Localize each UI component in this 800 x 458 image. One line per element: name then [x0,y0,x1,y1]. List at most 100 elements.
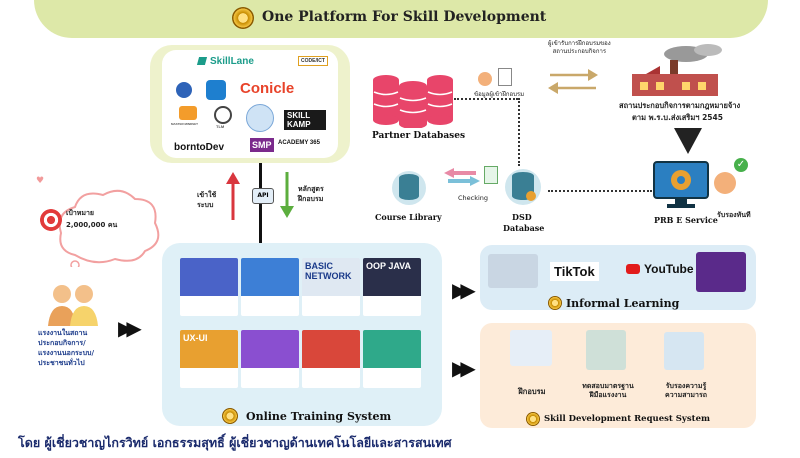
course-thumbnail-caption [241,296,299,316]
tiktok-logo: TikTok [550,262,599,281]
document-icon [498,68,512,86]
course-thumbnail-title: BASIC NETWORK [302,258,360,296]
dotted-line [548,190,652,192]
prb-label: PRB E Service [654,215,718,225]
training-courses-text: หลักสูตร ฝึกอบรม [298,185,324,203]
trainee-people-icon [478,72,492,86]
trainee-data-caption: ข้อมูลผู้เข้าฝึกอบรม [474,91,525,98]
skill-test-icon [586,330,626,370]
training-class-icon [510,330,552,366]
course-thumbnail[interactable] [363,330,421,388]
down-arrow-icon [280,172,294,218]
dotted-line [454,98,518,100]
double-arrow-icon: ▶▶ [452,356,476,380]
course-thumbnail[interactable] [180,258,238,316]
dsd-seal-icon [232,7,254,29]
skillkamp-logo: SKILL KAMP [284,110,326,130]
dsd-seal-icon [526,412,540,426]
course-thumbnail-caption [363,296,421,316]
dsd-seal-icon [548,296,562,310]
master-mindset-logo: MASTER MINDSET [171,122,198,126]
partner-logo-drop-icon [206,80,226,100]
page-title: One Platform For Skill Development [262,9,547,25]
certification-icon [664,332,704,370]
target-label: เป้าหมาย [66,209,95,217]
double-arrow-icon: ▶▶ [452,278,476,302]
checking-label: Checking [458,194,489,202]
course-thumbnail-caption [180,368,238,388]
dsd-database-icon [505,169,541,205]
access-system-text: เข้าใช้ ระบบ [197,191,217,209]
partner-avatar-icon [246,104,274,132]
tlm-icon [214,106,232,124]
factory-icon [632,44,722,96]
target-value: 2,000,000 คน [66,221,118,229]
sync-arrows-icon [444,168,480,186]
target-icon [40,209,62,231]
course-thumbnail[interactable] [241,258,299,316]
certify-caption: รับรองทันที [717,211,751,219]
dsd-label-2: Database [503,223,545,233]
course-thumbnail-title [363,330,421,368]
course-thumbnail[interactable]: BASIC NETWORK [302,258,360,316]
course-thumbnail-title [180,258,238,296]
heart-icon: ♥ [36,176,45,186]
conicle-logo: Conicle [240,80,295,97]
prb-monitor-icon [653,161,709,208]
author-credit: โดย ผู้เชี่ยวชาญไกรวิทย์ เอกธรรมสุทธิ์ ผ… [18,435,452,450]
course-thumbnail-caption [180,296,238,316]
course-thumbnail-title [241,330,299,368]
dsd-label-1: DSD [512,212,532,222]
course-thumbnail-caption [302,296,360,316]
workers-icon [48,285,98,326]
partner-databases-icon [373,75,453,128]
workers-caption: แรงงานในสถาน ประกอบกิจการ/ แรงงานนอกระบบ… [38,329,95,367]
employer-trainees-caption: ผู้เข้ารับการฝึกอบรมของ สถานประกอบกิจการ [548,40,611,55]
smp-logo: SMP [250,138,274,152]
skill-item-3: รับรองความรู้ ความสามารถ [665,382,707,399]
borntodev-logo: borntoDev [174,142,224,153]
course-thumbnail[interactable]: OOP JAVA [363,258,421,316]
informal-learning-label: Informal Learning [566,297,680,310]
partner-databases-label: Partner Databases [372,131,466,141]
double-arrow-icon: ▶▶ [118,316,142,340]
codeict-logo: CODE/ICT [298,56,328,66]
academy365-logo: ACADEMY 365 [278,140,320,146]
dotted-line [518,98,520,166]
master-mindset-icon [179,106,197,120]
skill-development-label: Skill Development Request System [544,414,710,424]
course-thumbnail-title [241,258,299,296]
course-thumbnail-caption [241,368,299,388]
partner-logo-circle-icon [176,82,192,98]
skilllane-logo: SkillLane [210,56,254,67]
course-thumbnail-caption [363,368,421,388]
course-library-label: Course Library [375,212,442,222]
up-arrow-icon [226,172,240,220]
tlm-logo: TLM [216,124,225,129]
employer-caption-1: สถานประกอบกิจการตามกฎหมายจ้าง [619,101,741,110]
dsd-seal-icon [222,408,238,424]
certified-person-icon [714,172,736,194]
down-triangle-icon [674,128,702,154]
course-library-db-icon [392,171,426,205]
skill-item-2: ทดสอบมาตรฐาน ฝีมือแรงงาน [582,382,634,399]
course-thumbnail[interactable]: UX-UI [180,330,238,388]
course-thumbnail-title [302,330,360,368]
youtube-logo: YouTube [644,262,694,276]
course-thumbnail-title: UX-UI [180,330,238,368]
header-banner [34,0,768,38]
youtube-play-icon [626,264,640,274]
course-thumbnail[interactable] [302,330,360,388]
course-thumbnail-caption [302,368,360,388]
skill-item-1: ฝึกอบรม [518,387,546,396]
api-badge: API [252,188,274,204]
course-thumbnail-title: OOP JAVA [363,258,421,296]
online-training-label: Online Training System [246,410,392,423]
course-thumbnail[interactable] [241,330,299,388]
live-stream-icon [696,252,746,292]
exchange-arrows-icon [548,69,598,94]
learning-photo-icon [488,254,538,288]
check-icon: ✓ [734,158,748,172]
employer-caption-2: ตาม พ.ร.บ.ส่งเสริมฯ 2545 [632,113,723,122]
